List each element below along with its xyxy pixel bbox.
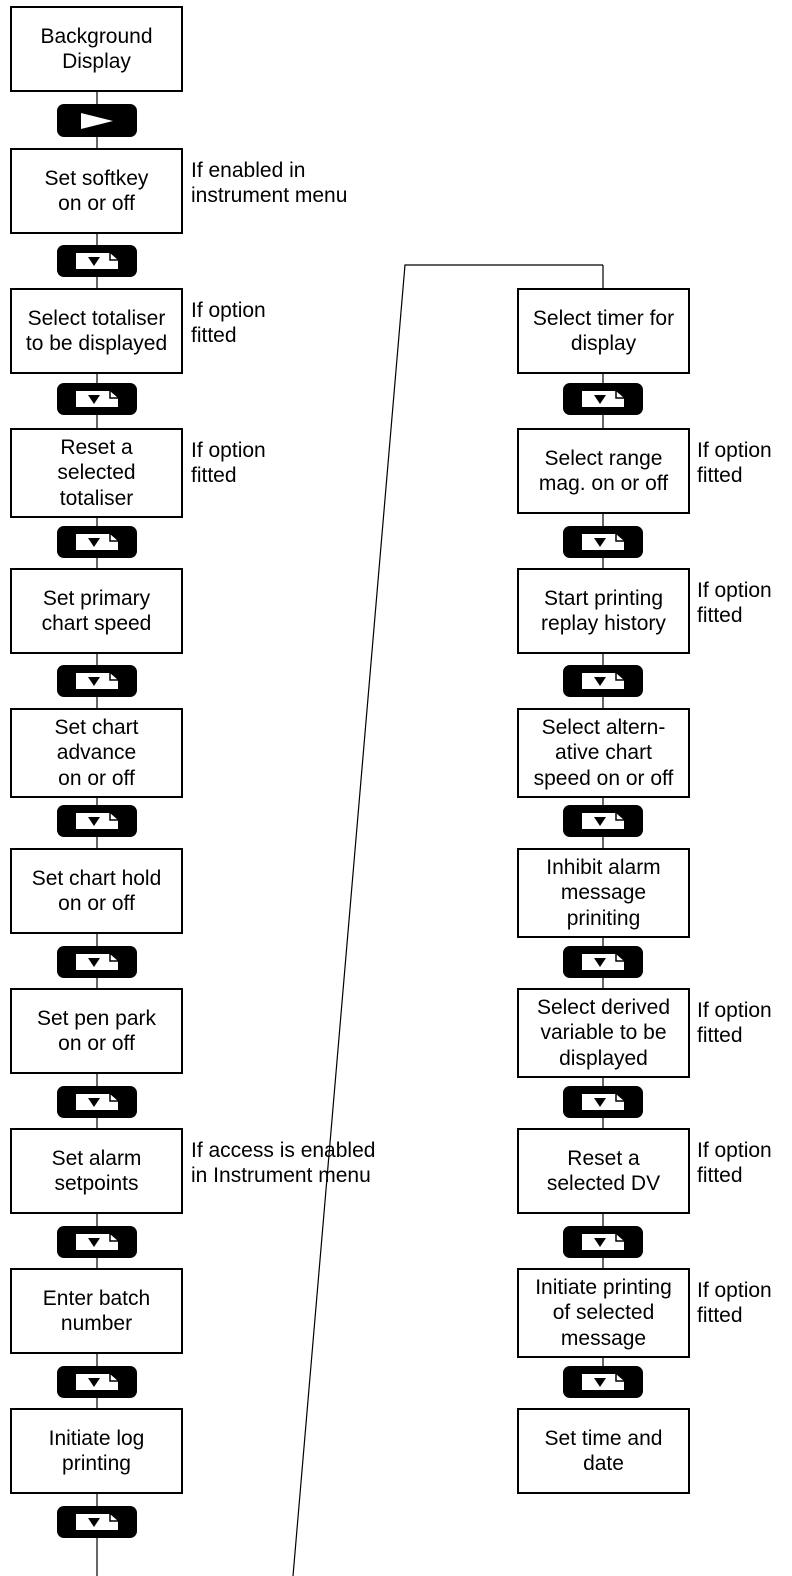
down-arrow-page-key-icon[interactable] — [57, 1086, 137, 1118]
step-label: Start printing replay history — [541, 586, 666, 635]
page-key-glyph — [582, 534, 624, 550]
background-display-label: Background Display — [40, 24, 153, 73]
step-box-set-alarm-setpoints: Set alarm setpoints — [10, 1128, 183, 1214]
step-box-set-chart-advance-on-or-off: Set chart advance on or off — [10, 708, 183, 798]
step-label: Select range mag. on or off — [538, 446, 669, 495]
right-arrow-key-icon[interactable] — [57, 104, 137, 137]
page-key-glyph — [76, 1374, 118, 1390]
step-box-set-primary-chart-speed: Set primary chart speed — [10, 568, 183, 654]
step-label: Set pen park on or off — [36, 1006, 157, 1055]
step-box-enter-batch-number: Enter batch number — [10, 1268, 183, 1354]
step-label: Select altern- ative chart speed on or o… — [533, 716, 674, 790]
step-label: Set chart hold on or off — [31, 866, 162, 915]
step-box-initiate-log-printing: Initiate log printing — [10, 1408, 183, 1494]
step-box-select-timer-for-display: Select timer for display — [517, 288, 690, 374]
page-key-glyph — [76, 954, 118, 970]
step-note: If option fitted — [697, 439, 772, 488]
down-arrow-page-key-icon[interactable] — [57, 1226, 137, 1258]
down-arrow-page-key-icon[interactable] — [563, 526, 643, 558]
step-label: Enter batch number — [42, 1286, 151, 1335]
background-display-box: Background Display — [10, 6, 183, 92]
step-box-initiate-printing-of-selected-message: Initiate printing of selected message — [517, 1268, 690, 1358]
right-arrow-glyph — [81, 112, 113, 129]
page-key-glyph — [582, 1234, 624, 1250]
down-arrow-page-key-icon[interactable] — [57, 1506, 137, 1538]
step-box-set-pen-park-on-or-off: Set pen park on or off — [10, 988, 183, 1074]
step-box-reset-a-selected-dv: Reset a selected DV — [517, 1128, 690, 1214]
step-box-set-time-and-date: Set time and date — [517, 1408, 690, 1494]
page-key-glyph — [76, 1514, 118, 1530]
step-note: If option fitted — [697, 999, 772, 1048]
down-arrow-page-key-icon[interactable] — [563, 1226, 643, 1258]
page-key-glyph — [582, 391, 624, 407]
page-key-glyph — [76, 391, 118, 407]
down-arrow-page-key-icon[interactable] — [57, 805, 137, 837]
step-box-reset-a-selected-totaliser: Reset a selected totaliser — [10, 428, 183, 518]
step-note: If option fitted — [697, 1139, 772, 1188]
step-label: Inhibit alarm message priniting — [546, 856, 661, 930]
step-box-select-altern-ative-chart-speed-on-or-off: Select altern- ative chart speed on or o… — [517, 708, 690, 798]
step-note: If option fitted — [697, 1279, 772, 1328]
down-arrow-page-key-icon[interactable] — [563, 383, 643, 415]
down-arrow-page-key-icon[interactable] — [563, 665, 643, 697]
step-box-set-chart-hold-on-or-off: Set chart hold on or off — [10, 848, 183, 934]
page-key-glyph — [76, 1234, 118, 1250]
step-note: If access is enabled in Instrument menu — [191, 1139, 376, 1188]
step-box-select-derived-variable-to-be-displayed: Select derived variable to be displayed — [517, 988, 690, 1078]
page-key-glyph — [76, 813, 118, 829]
step-label: Set softkey on or off — [44, 166, 149, 215]
down-arrow-page-key-icon[interactable] — [57, 1366, 137, 1398]
step-label: Reset a selected DV — [546, 1146, 661, 1195]
step-note: If option fitted — [191, 439, 266, 488]
page-key-glyph — [76, 534, 118, 550]
step-label: Reset a selected totaliser — [57, 436, 136, 510]
down-arrow-page-key-icon[interactable] — [563, 1366, 643, 1398]
page-key-glyph — [76, 253, 118, 269]
step-label: Set chart advance on or off — [54, 716, 139, 790]
page-key-glyph — [582, 673, 624, 689]
step-note: If option fitted — [697, 579, 772, 628]
page-key-glyph — [76, 1094, 118, 1110]
step-label: Select totaliser to be displayed — [25, 306, 168, 355]
step-box-start-printing-replay-history: Start printing replay history — [517, 568, 690, 654]
step-label: Set alarm setpoints — [51, 1146, 142, 1195]
down-arrow-page-key-icon[interactable] — [563, 946, 643, 978]
page-key-glyph — [582, 1374, 624, 1390]
step-box-select-range-mag-on-or-off: Select range mag. on or off — [517, 428, 690, 514]
down-arrow-page-key-icon[interactable] — [57, 245, 137, 277]
step-label: Select derived variable to be displayed — [536, 996, 671, 1070]
step-box-inhibit-alarm-message-priniting: Inhibit alarm message priniting — [517, 848, 690, 938]
page-key-glyph — [582, 813, 624, 829]
step-box-select-totaliser-to-be-displayed: Select totaliser to be displayed — [10, 288, 183, 374]
page-key-glyph — [76, 673, 118, 689]
page-key-glyph — [582, 1094, 624, 1110]
step-box-set-softkey-on-or-off: Set softkey on or off — [10, 148, 183, 234]
step-label: Set primary chart speed — [41, 586, 152, 635]
page-key-glyph — [582, 954, 624, 970]
down-arrow-page-key-icon[interactable] — [57, 946, 137, 978]
step-note: If option fitted — [191, 299, 266, 348]
down-arrow-page-key-icon[interactable] — [57, 383, 137, 415]
step-note: If enabled in instrument menu — [191, 159, 348, 208]
step-label: Set time and date — [544, 1426, 663, 1475]
step-label: Initiate log printing — [48, 1426, 145, 1475]
down-arrow-page-key-icon[interactable] — [57, 526, 137, 558]
step-label: Select timer for display — [532, 306, 675, 355]
down-arrow-page-key-icon[interactable] — [563, 805, 643, 837]
down-arrow-page-key-icon[interactable] — [563, 1086, 643, 1118]
step-label: Initiate printing of selected message — [535, 1276, 672, 1350]
down-arrow-page-key-icon[interactable] — [57, 665, 137, 697]
